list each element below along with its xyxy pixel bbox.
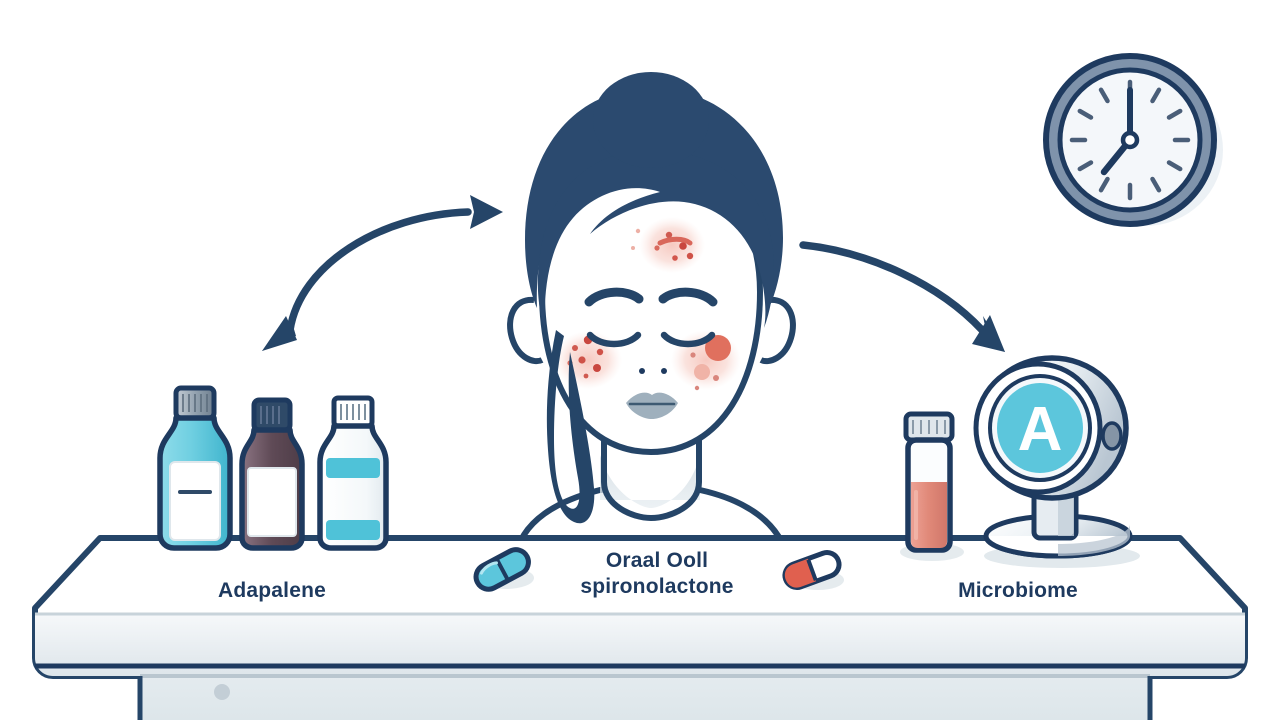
bottle-group-adapalene [157, 385, 389, 551]
bottle-white [317, 395, 389, 551]
device-side-button[interactable] [1101, 421, 1123, 451]
bottle-brown-label [247, 467, 297, 537]
table [32, 535, 1248, 720]
bottle-cyan [157, 385, 233, 551]
label-adapalene: Adapalene [218, 579, 326, 602]
bottle-cyan-label [169, 461, 221, 541]
sample-vial [900, 411, 964, 561]
hair-strand [546, 330, 595, 524]
hair-back [525, 88, 783, 308]
nostril-right [661, 368, 667, 374]
eyebrow-left [584, 287, 644, 307]
drawer-knob [214, 684, 230, 700]
acne-spots [567, 228, 731, 391]
label-oral-spironolactone: Oraal Ooll spironolactone [580, 549, 734, 598]
acne-forehead [639, 217, 705, 273]
eyebrow-right [658, 287, 718, 307]
bottle-brown [239, 397, 305, 551]
clock-center-pin [1120, 130, 1140, 150]
hair-bun [593, 72, 709, 168]
eye-right-closed [660, 331, 716, 348]
lips [626, 392, 678, 419]
hair-fringe [537, 150, 774, 328]
label-microbiome: Microbiome [958, 579, 1078, 602]
right-arrow [799, 241, 1005, 352]
pill-red [782, 550, 844, 590]
left-arrow [262, 195, 503, 351]
pill-cyan [473, 547, 534, 592]
patient-face [507, 72, 796, 563]
nostril-left [639, 368, 645, 374]
microbiome-device: A [973, 355, 1140, 568]
bottle-white-band-top [326, 458, 380, 478]
eye-left-closed [586, 331, 642, 348]
wall-clock-icon [1043, 53, 1223, 227]
device-badge-letter: A [1018, 395, 1063, 464]
vial-liquid [911, 482, 947, 548]
bottle-white-band-bottom [326, 520, 380, 540]
device-badge [997, 383, 1083, 473]
